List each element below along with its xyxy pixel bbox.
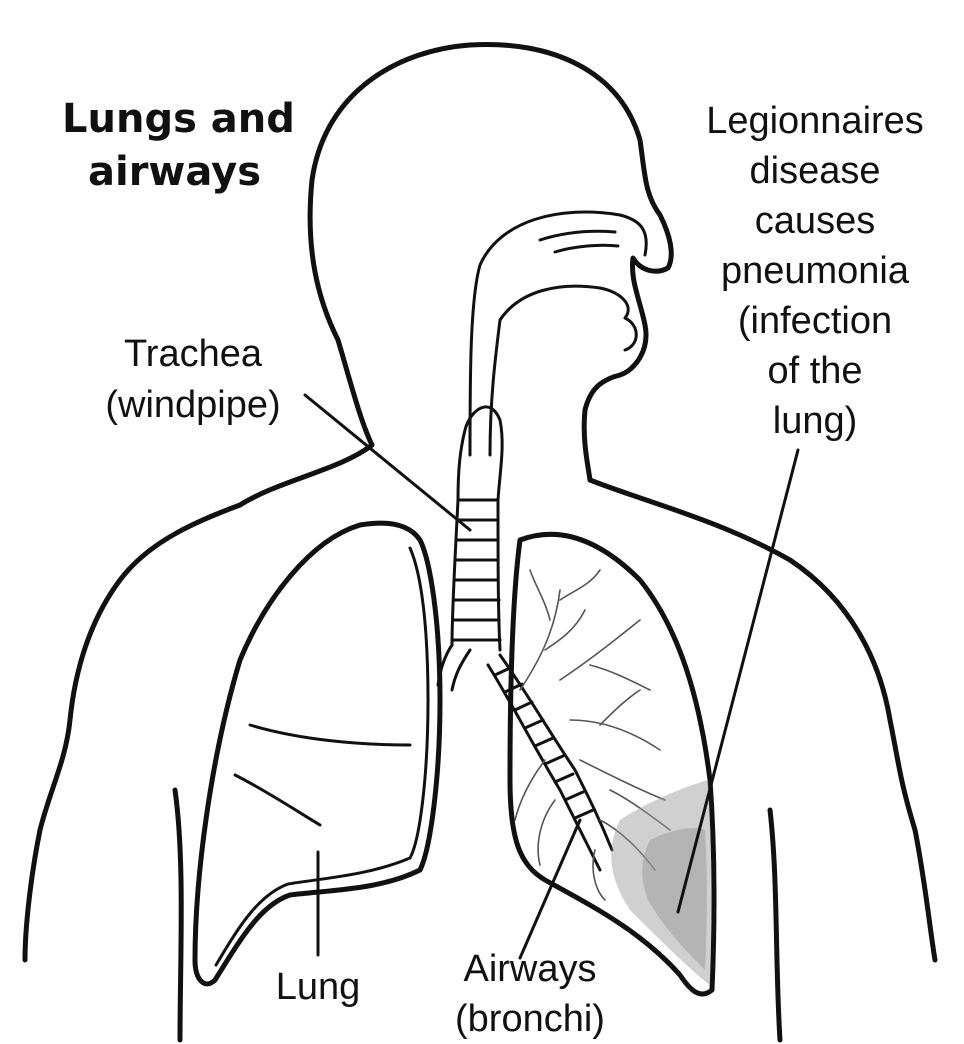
trachea-wall-left [452, 500, 458, 645]
nasal-cavity [470, 212, 646, 455]
pharynx [490, 320, 500, 455]
mouth-passage [500, 286, 636, 350]
trachea-leader-line [305, 395, 470, 530]
infection-note-line-4: pneumonia [680, 252, 950, 290]
left-arm-inner-line [175, 790, 181, 1040]
larynx [458, 407, 502, 500]
trachea-wall-right [498, 500, 500, 650]
left-main-bronchus [438, 645, 470, 690]
right-arm-inner-line [770, 810, 780, 1040]
infection-note-line-7: lung) [680, 402, 950, 440]
infection-note-line-1: Legionnaires [680, 102, 950, 140]
infection-note-line-3: causes [680, 202, 950, 240]
infection-note-line-2: disease [680, 152, 950, 190]
diagram-title-line-1: Lungs and [62, 99, 287, 139]
airways-label-line-2: (bronchi) [435, 1000, 625, 1038]
airways-leader-line [520, 820, 580, 958]
trachea-label-line-2: (windpipe) [88, 386, 298, 424]
infection-note-line-5: (infection [680, 302, 950, 340]
left-lung-fissure-1 [250, 725, 410, 745]
nasal-turbinate-2 [555, 245, 618, 252]
trachea-label-line-1: Trachea [88, 335, 298, 373]
lung-label: Lung [258, 968, 378, 1006]
nasal-turbinate-1 [540, 231, 615, 240]
infection-note-line-6: of the [680, 352, 950, 390]
trachea-rings [452, 520, 500, 640]
left-lung-fissure-2 [235, 775, 320, 825]
left-lung-inner-outline [216, 548, 428, 965]
airways-label-line-1: Airways [440, 950, 620, 988]
diagram-title-line-2: airways [62, 152, 287, 192]
